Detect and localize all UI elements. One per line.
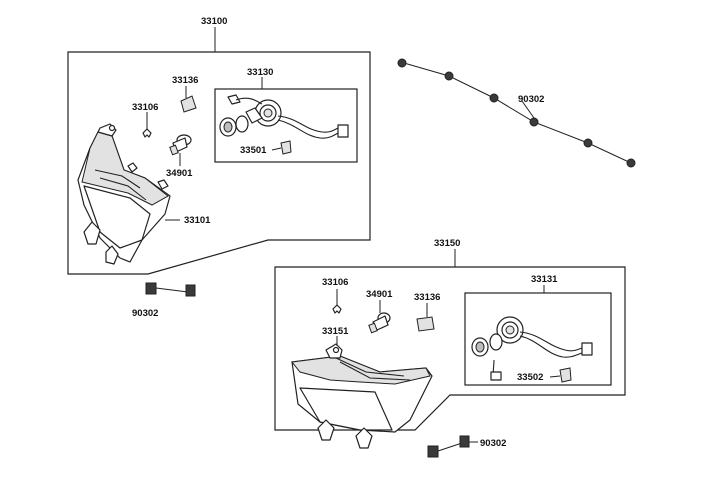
upper-assembly-frame — [67, 51, 371, 275]
screw-chain-part — [397, 58, 636, 168]
lower-screw-part — [427, 435, 470, 458]
upper-lens-housing-part — [77, 123, 171, 265]
lower-socket-wiring-part — [471, 316, 593, 381]
lower-lens-housing-part — [291, 343, 433, 449]
label-33136-lower: 33136 — [414, 292, 440, 303]
label-33151: 33151 — [322, 326, 349, 337]
lower-clip-part — [332, 304, 342, 314]
label-90302-upper: 90302 — [132, 308, 158, 319]
label-33100: 33100 — [201, 16, 227, 27]
label-33130: 33130 — [247, 67, 273, 78]
label-33131: 33131 — [531, 274, 558, 285]
lower-assembly-frame — [274, 266, 626, 431]
upper-screw-part — [145, 282, 196, 297]
label-33502: 33502 — [517, 372, 543, 383]
lower-reflector-piece-part — [416, 316, 435, 332]
upper-socket-wiring-part — [219, 94, 349, 139]
lower-socket-box — [464, 292, 612, 386]
label-33101: 33101 — [184, 215, 211, 226]
upper-clip-part — [142, 128, 152, 138]
label-90302-lower: 90302 — [480, 438, 506, 449]
upper-assembly-group: 33100 33130 33501 33136 — [67, 16, 371, 319]
label-33136-upper: 33136 — [172, 75, 198, 86]
label-90302-chain: 90302 — [518, 94, 544, 105]
lower-bulb-part — [368, 312, 391, 334]
label-34901-lower: 34901 — [366, 289, 393, 300]
screw-chain-group: 90302 — [397, 58, 636, 168]
label-34901-upper: 34901 — [166, 168, 193, 179]
lower-assembly-group: 33150 33131 33502 33106 — [274, 238, 626, 458]
upper-socket-cap-part — [280, 140, 292, 155]
label-33150: 33150 — [434, 238, 460, 249]
label-33106-lower: 33106 — [322, 277, 348, 288]
upper-bulb-part — [169, 134, 192, 156]
label-33106-upper: 33106 — [132, 102, 158, 113]
lower-socket-cap-part — [559, 367, 572, 383]
label-33501: 33501 — [240, 145, 267, 156]
upper-socket-box — [214, 88, 358, 163]
upper-reflector-piece-part — [180, 95, 197, 113]
